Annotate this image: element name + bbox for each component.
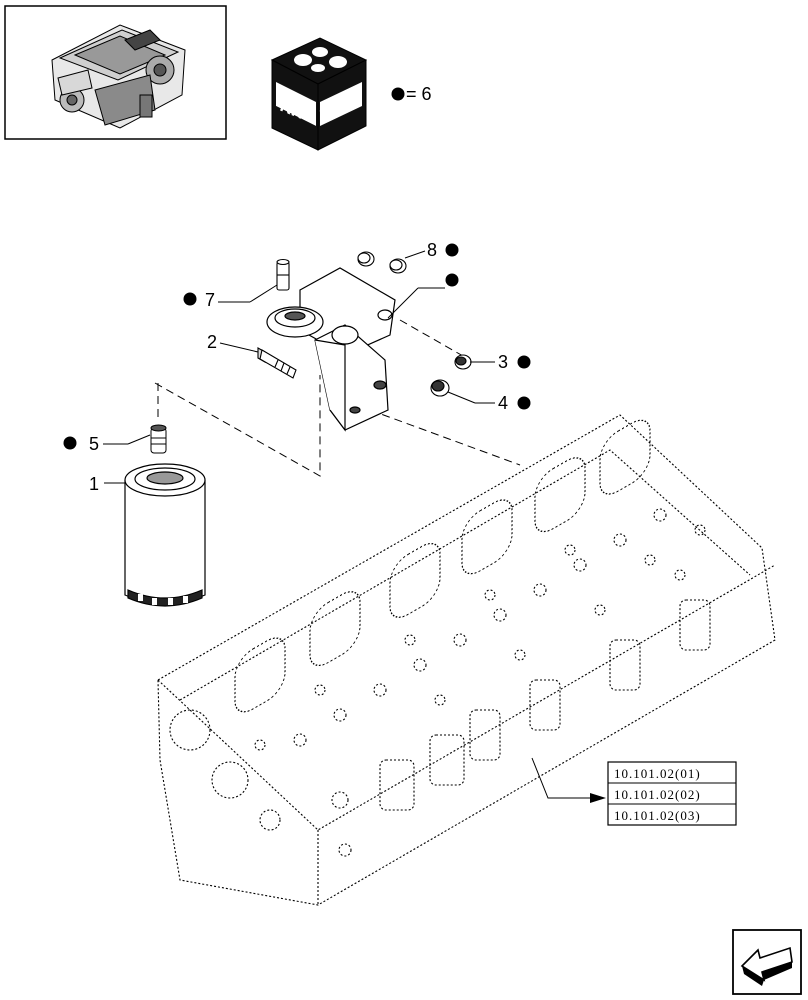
oil-filter	[124, 463, 206, 607]
kit-dot-7	[183, 292, 197, 306]
breather-fitting	[276, 258, 290, 291]
mounting-bolt	[257, 347, 297, 379]
reference-link-1[interactable]: 10.101.02(01)	[614, 766, 701, 781]
kit-dot-8	[445, 243, 459, 257]
callout-8: 8	[427, 240, 437, 260]
callout-2: 2	[207, 332, 217, 352]
callout-5: 5	[89, 434, 99, 454]
reference-arrowhead	[590, 793, 606, 803]
cylinder-head	[157, 414, 776, 906]
callout-leaders	[103, 250, 495, 484]
plug-pair	[357, 251, 407, 274]
plug-small	[454, 354, 472, 370]
bush	[430, 379, 450, 397]
callout-7: 7	[205, 290, 215, 310]
callout-1: 1	[89, 474, 99, 494]
filter-nipple	[150, 424, 167, 454]
kit-box-icon: KIT KIT	[270, 37, 368, 151]
kit-dot-support	[445, 273, 459, 287]
kit-dot-4	[517, 396, 531, 410]
reference-table[interactable]: 10.101.02(01) 10.101.02(02) 10.101.02(03…	[607, 761, 737, 826]
kit-legend-dot	[391, 87, 405, 101]
filter-support	[266, 267, 396, 432]
kit-dot-3	[517, 355, 531, 369]
kit-legend-text: = 6	[406, 84, 432, 104]
callout-3: 3	[498, 352, 508, 372]
reference-leader	[531, 757, 592, 799]
kit-dot-5	[63, 436, 77, 450]
callout-4: 4	[498, 393, 508, 413]
assembly-leader-lines	[154, 319, 521, 477]
reference-link-2[interactable]: 10.101.02(02)	[614, 787, 701, 802]
next-page-arrow-icon[interactable]	[732, 929, 802, 995]
engine-thumbnail-icon	[51, 24, 186, 129]
reference-link-3[interactable]: 10.101.02(03)	[614, 808, 701, 823]
engine-thumbnail	[4, 5, 227, 140]
